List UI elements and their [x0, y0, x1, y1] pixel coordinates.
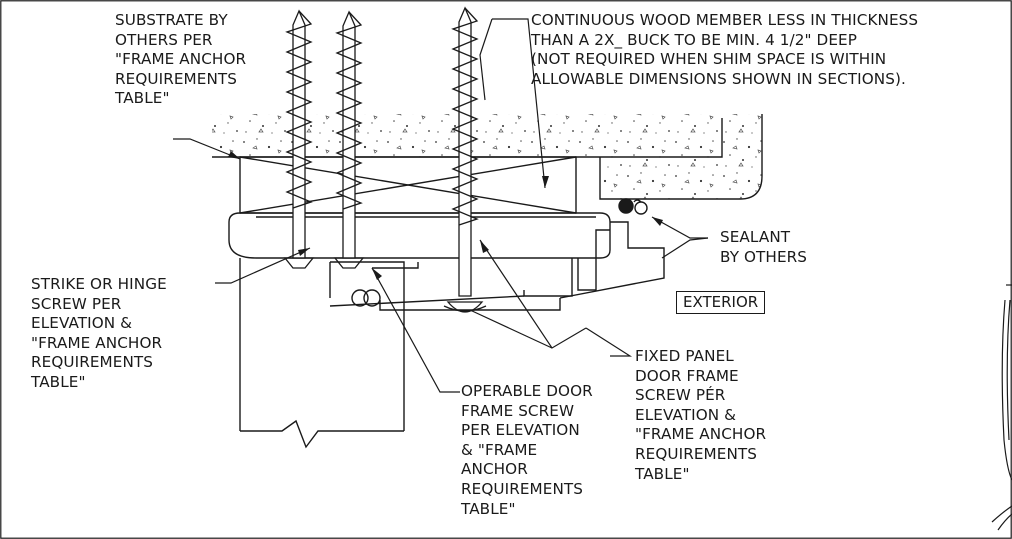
note-operable-screw: OPERABLE DOOR FRAME SCREW PER ELEVATION … — [461, 382, 593, 519]
note-line: ELEVATION & — [635, 405, 737, 424]
note-wood-member: CONTINUOUS WOOD MEMBER LESS IN THICKNESS… — [531, 11, 918, 89]
note-line: TABLE" — [31, 372, 86, 391]
weatherstrip — [351, 289, 381, 307]
note-line: TABLE" — [635, 464, 690, 483]
note-line: STRIKE OR HINGE — [31, 275, 167, 293]
note-line: REQUIREMENTS — [461, 479, 584, 498]
door-stile — [239, 258, 419, 449]
note-line: "FRAME ANCHOR — [115, 50, 247, 69]
note-line: REQUIREMENTS — [31, 353, 154, 372]
note-line: "FRAME ANCHOR — [635, 425, 767, 444]
note-line: CONTINUOUS WOOD MEMBER LESS IN THICKNESS — [531, 11, 919, 29]
note-line: FRAME SCREW — [461, 401, 575, 420]
frame-profile — [228, 212, 665, 311]
exterior-tag: EXTERIOR — [676, 291, 766, 314]
sealant-beads — [618, 198, 648, 215]
screw-middle — [333, 10, 365, 269]
note-line: ELEVATION & — [31, 314, 133, 333]
note-line: OTHERS PER — [115, 30, 213, 49]
note-line: DOOR FRAME — [635, 366, 739, 385]
note-fixed-screw: FIXED PANEL DOOR FRAME SCREW PÉR ELEVATI… — [635, 347, 766, 484]
note-sealant: SEALANT BY OTHERS — [720, 228, 807, 267]
wood-buck — [239, 156, 577, 214]
partial-adjacent-detail — [991, 284, 1012, 531]
note-line: SUBSTRATE BY — [115, 11, 228, 29]
note-line: OPERABLE DOOR — [461, 382, 593, 400]
note-line: ALLOWABLE DIMENSIONS SHOWN IN SECTIONS). — [531, 69, 906, 88]
leader-arrowheads — [228, 151, 663, 280]
note-line: BY OTHERS — [720, 247, 808, 266]
note-line: REQUIREMENTS — [635, 444, 758, 463]
note-line: (NOT REQUIRED WHEN SHIM SPACE IS WITHIN — [531, 50, 887, 69]
note-line: FIXED PANEL — [635, 347, 734, 365]
note-strike-screw: STRIKE OR HINGE SCREW PER ELEVATION & "F… — [31, 275, 167, 393]
note-line: TABLE" — [461, 499, 516, 518]
note-line: SCREW PER — [31, 294, 122, 313]
note-line: ANCHOR — [461, 460, 528, 479]
note-line: THAN A 2X_ BUCK TO BE MIN. 4 1/2" DEEP — [531, 30, 858, 49]
screw-left — [283, 9, 315, 269]
note-line: PER ELEVATION — [461, 421, 580, 440]
note-line: & "FRAME — [461, 440, 538, 459]
note-line: "FRAME ANCHOR — [31, 333, 163, 352]
screw-right — [443, 6, 487, 313]
note-line: SEALANT — [720, 228, 791, 246]
note-line: SCREW PÉR — [635, 386, 726, 405]
leader-lines — [173, 18, 709, 393]
note-substrate: SUBSTRATE BY OTHERS PER "FRAME ANCHOR RE… — [115, 11, 246, 109]
note-line: TABLE" — [115, 89, 170, 108]
note-line: REQUIREMENTS — [115, 69, 238, 88]
